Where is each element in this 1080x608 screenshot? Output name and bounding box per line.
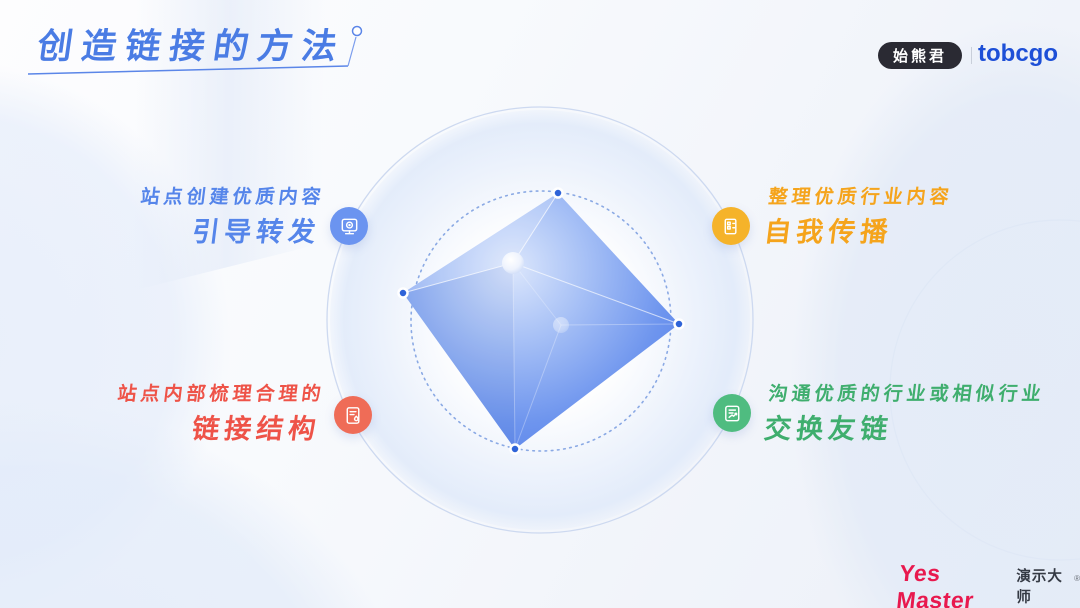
quadrant-bottom-left: 站点内部梳理合理的 链接结构 (115, 384, 326, 447)
quadrant-line1: 站点内部梳理合理的 (116, 384, 326, 405)
quadrant-line1: 站点创建优质内容 (139, 187, 326, 208)
vertex-dots (397, 187, 685, 455)
node-dot-bottom (509, 443, 521, 455)
document-drop-icon (334, 396, 372, 434)
quadrant-line2: 交换友链 (762, 413, 895, 444)
quadrant-top-right: 整理优质行业内容 自我传播 (762, 187, 953, 250)
node-dot-top (552, 187, 564, 199)
header-divider (971, 47, 972, 64)
brand-logo: tobcgo (978, 40, 1058, 67)
building-icon (712, 207, 750, 245)
quadrant-top-left: 站点创建优质内容 引导转发 (138, 187, 326, 250)
gem-center-sphere (553, 317, 569, 333)
quadrant-line2: 引导转发 (190, 216, 323, 247)
node-dot-left (397, 287, 409, 299)
report-trend-icon (713, 394, 751, 432)
gem-octahedron (402, 192, 680, 450)
quadrant-line1: 整理优质行业内容 (767, 187, 954, 208)
footer-brand-cn: 演示大师 (1016, 569, 1063, 606)
quadrant-line1: 沟通优质的行业或相似行业 (767, 384, 1046, 405)
screen-broadcast-icon (330, 207, 368, 245)
registered-mark: ® (1074, 574, 1080, 583)
gem-top-sphere (502, 252, 524, 274)
footer-logo: Yes Master 演示大师 ® (895, 560, 1080, 608)
author-badge: 始熊君 (877, 42, 962, 69)
footer-brand-en: Yes Master (895, 560, 976, 608)
faint-right-ring (889, 219, 1080, 561)
icon-orbit-ring (326, 106, 754, 534)
quadrant-line2: 自我传播 (762, 216, 895, 247)
title-underline (27, 25, 363, 75)
quadrant-bottom-right: 沟通优质的行业或相似行业 交换友链 (762, 384, 1045, 447)
node-dot-right (673, 318, 685, 330)
quadrant-line2: 链接结构 (190, 413, 323, 444)
page-title: 创造链接的方法 (34, 27, 349, 66)
